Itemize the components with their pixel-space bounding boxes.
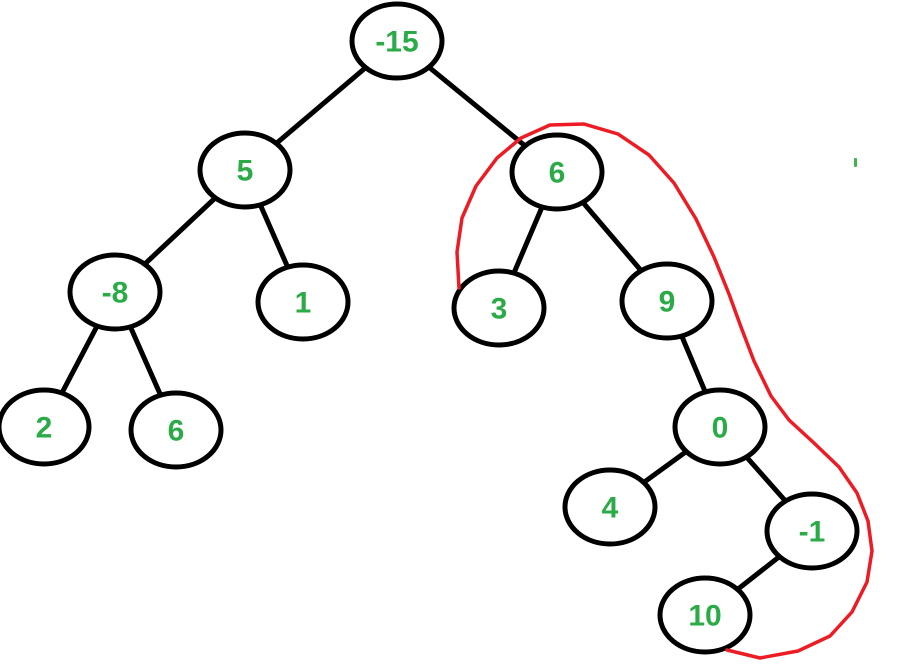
node-circle: [562, 467, 658, 547]
node-value-label: 6: [549, 157, 566, 190]
tree-node-9: 9: [619, 261, 715, 341]
node-circle: [764, 491, 860, 571]
node-value-label: 1: [295, 287, 312, 320]
tree-node-3: 3: [451, 268, 547, 348]
tree-node-6: 6: [509, 132, 605, 212]
tree-node-4: 4: [562, 467, 658, 547]
tree-node-0: 0: [672, 387, 768, 467]
node-circle: [451, 268, 547, 348]
node-value-label: 3: [491, 293, 508, 326]
red-subtree-highlight-loop: [455, 122, 874, 660]
tree-node--8: -8: [67, 252, 163, 332]
node-value-label: 10: [688, 600, 721, 633]
node-circle: [619, 261, 715, 341]
node-circle: [672, 387, 768, 467]
node-value-label: -1: [799, 516, 826, 549]
node-value-label: 6: [168, 415, 185, 448]
node-value-label: 5: [237, 155, 254, 188]
node-circle: [255, 262, 351, 342]
node-circle: [197, 130, 293, 210]
node-value-label: -15: [375, 26, 418, 59]
tree-node-5: 5: [197, 130, 293, 210]
node-value-label: 0: [712, 412, 729, 445]
node-circle: [657, 575, 753, 655]
node-circle: [0, 387, 92, 467]
tree-node--1: -1: [764, 491, 860, 571]
node-circle: [509, 132, 605, 212]
node-circle: [128, 390, 224, 470]
tree-node-10: 10: [657, 575, 753, 655]
node-value-label: 4: [602, 492, 619, 525]
node-value-label: 2: [36, 412, 53, 445]
node-circle: [349, 1, 445, 81]
tree-node-1: 1: [255, 262, 351, 342]
tree-node--15: -15: [349, 1, 445, 81]
tree-node-6: 6: [128, 390, 224, 470]
node-circle: [67, 252, 163, 332]
stray-green-mark: [854, 158, 857, 167]
tree-node-2: 2: [0, 387, 92, 467]
node-value-label: -8: [102, 277, 129, 310]
node-value-label: 9: [659, 286, 676, 319]
